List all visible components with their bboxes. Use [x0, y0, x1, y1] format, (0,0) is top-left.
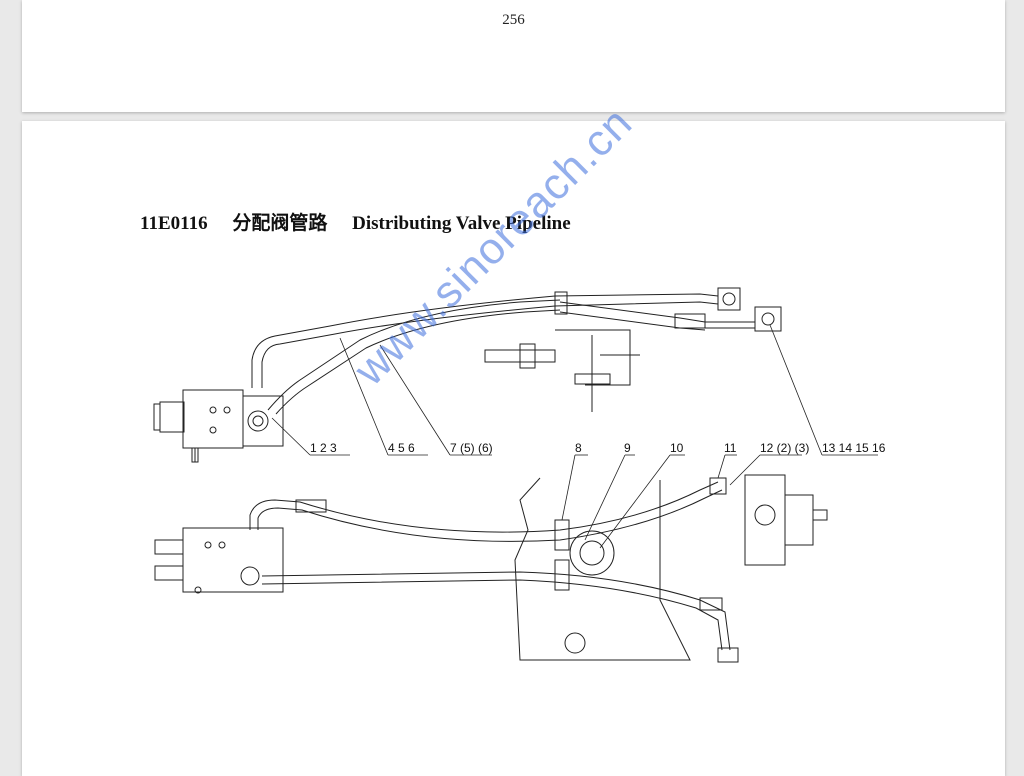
- callout-7: 7 (5) (6): [450, 441, 493, 455]
- upper-pipes: [251, 287, 782, 415]
- section-code: 11E0116: [140, 213, 208, 234]
- callout-13-14-15-16: 13 14 15 16: [822, 441, 886, 455]
- upper-frame: [484, 329, 640, 412]
- section-title: 11E0116 分配阀管路 Distributing Valve Pipelin…: [140, 208, 591, 235]
- lower-frame: [514, 477, 691, 661]
- lower-valve-block: [154, 527, 284, 594]
- leader-lines: [271, 324, 878, 549]
- callout-9: 9: [624, 441, 631, 455]
- callout-1-2-3: 1 2 3: [310, 441, 337, 455]
- previous-page: 256: [22, 0, 1005, 112]
- callout-12: 12 (2) (3): [760, 441, 809, 455]
- upper-valve-block: [153, 389, 284, 463]
- callout-10: 10: [670, 441, 684, 455]
- section-title-en: Distributing Valve Pipeline: [352, 213, 571, 234]
- lower-pipes: [249, 477, 739, 663]
- callout-8: 8: [575, 441, 582, 455]
- lower-pump: [744, 474, 828, 566]
- callout-4-5-6: 4 5 6: [388, 441, 415, 455]
- section-title-cn: 分配阀管路: [232, 212, 328, 234]
- callout-11: 11: [724, 441, 737, 455]
- page-number: 256: [502, 12, 525, 28]
